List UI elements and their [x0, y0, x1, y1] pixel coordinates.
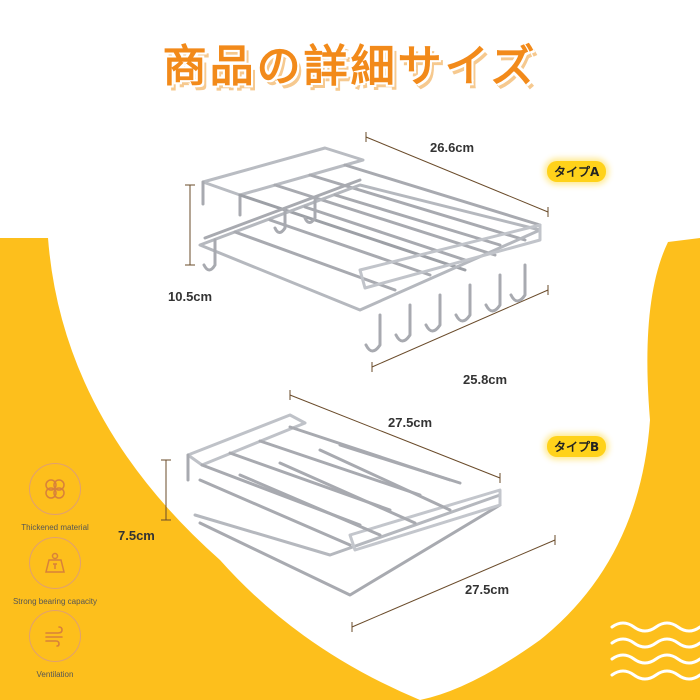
type-a-height-label: 10.5cm — [168, 289, 213, 304]
type-b-width-top-label: 27.5cm — [388, 415, 433, 430]
feature-strong-bearing: Strong bearing capacity — [0, 537, 110, 606]
feature-label: Thickened material — [21, 523, 89, 532]
type-b-width-bottom-label: 27.5cm — [465, 582, 510, 597]
type-a-width-top-label: 26.6cm — [430, 140, 475, 155]
weight-icon — [29, 537, 81, 589]
type-b-height-label: 7.5cm — [118, 528, 155, 543]
rack-type-a-image — [198, 146, 542, 353]
wave-decoration — [610, 621, 700, 681]
material-layers-icon — [29, 463, 81, 515]
wind-icon — [29, 610, 81, 662]
type-a-width-bottom-label: 25.8cm — [463, 372, 508, 387]
rack-type-b-image — [186, 413, 502, 597]
type-b-tag: タイプB — [547, 436, 607, 457]
feature-label: Strong bearing capacity — [12, 597, 98, 606]
page-title: 商品の詳細サイズ — [162, 41, 538, 92]
feature-thickened-material: Thickened material — [0, 463, 110, 532]
feature-label: Ventilation — [36, 670, 74, 679]
feature-ventilation: Ventilation — [0, 610, 110, 679]
type-a-tag: タイプA — [547, 161, 607, 182]
